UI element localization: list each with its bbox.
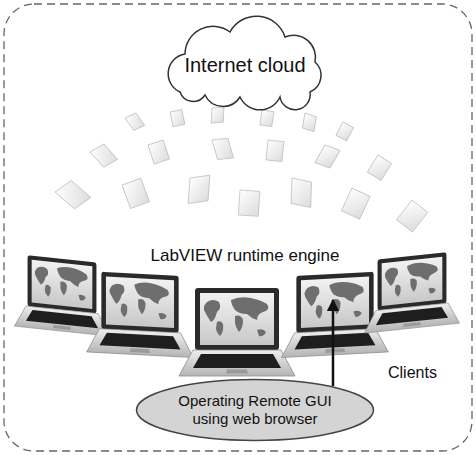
dashed-frame [4,4,472,451]
laptops [14,251,459,376]
node-text: Operating Remote GUI using web browser [169,392,341,428]
flying-papers [55,107,428,232]
engine-label: LabVIEW runtime engine [151,246,340,266]
remote-gui-ellipse: Operating Remote GUI using web browser [135,378,375,442]
node-text: Internet cloud [184,43,305,77]
leader-arrow [332,300,335,386]
clients-label: Clients [388,364,437,382]
cloud-shape: Internet cloud [150,12,340,107]
